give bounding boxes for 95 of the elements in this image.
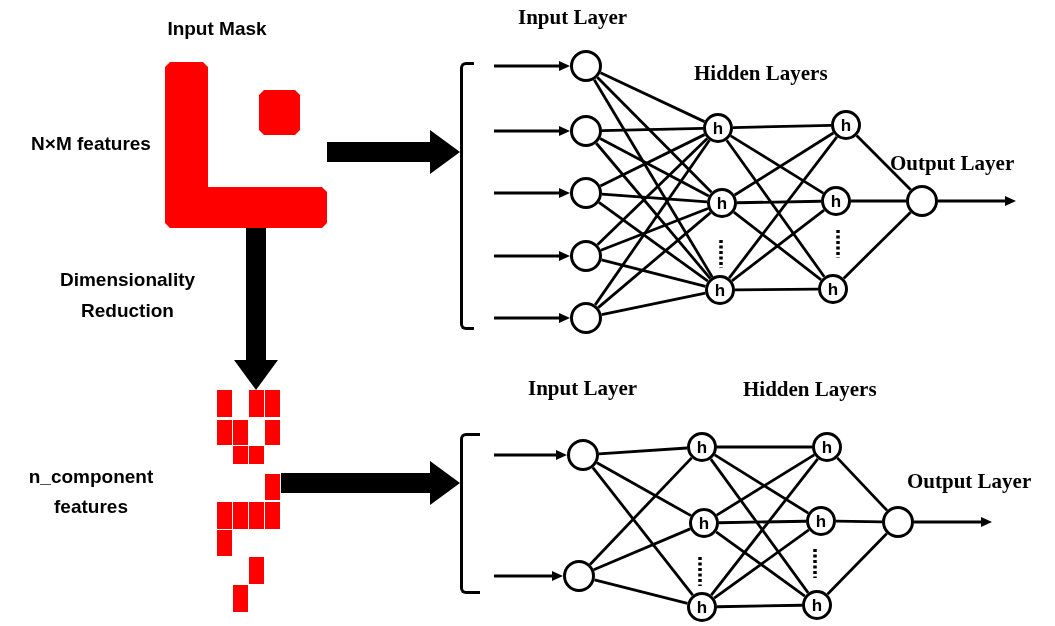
connection-line: [601, 126, 704, 133]
neuron-circle: [570, 115, 602, 147]
connection-line: [597, 211, 712, 309]
neuron-label: h: [840, 116, 852, 134]
connection-line: [718, 519, 807, 525]
neuron-circle: [705, 275, 735, 305]
neuron-label: h: [821, 438, 833, 456]
neuron-circle: [821, 186, 851, 216]
neuron-circle: [570, 240, 602, 272]
neuron-circle: [570, 177, 602, 209]
neuron-circle: [567, 439, 599, 471]
connection-line: [591, 466, 694, 597]
connection-line: [593, 79, 714, 278]
connection-line: [601, 291, 706, 317]
connection-line: [855, 134, 912, 191]
node-label: Input Mask: [166, 17, 268, 41]
layer-title: Input Layer: [518, 6, 628, 30]
neuron-circle: [882, 506, 914, 538]
connection-line: [600, 207, 709, 252]
connection-line: [728, 136, 838, 279]
neuron-circle: [806, 506, 836, 536]
neuron-circle: [906, 185, 938, 217]
connection-line: [733, 131, 835, 197]
neuron-label: h: [714, 281, 726, 299]
neuron-label: h: [698, 514, 710, 532]
neuron-circle: [707, 188, 737, 218]
connection-line: [725, 139, 826, 278]
connection-line: [593, 527, 691, 572]
connection-line: [598, 201, 709, 283]
neuron-circle: [802, 590, 832, 620]
picture: [165, 62, 327, 228]
connection-line: [735, 287, 818, 292]
arrow: [494, 251, 570, 261]
neuron-label: h: [696, 598, 708, 616]
arrow: [494, 313, 570, 323]
bracket: [460, 433, 480, 594]
connection-line: [594, 139, 711, 306]
neuron-label: h: [830, 192, 842, 210]
node-label: n_component features: [27, 465, 155, 519]
connection-line: [599, 137, 710, 198]
neuron-circle: [812, 432, 842, 462]
connection-line: [594, 578, 688, 605]
neuron-circle: [831, 110, 861, 140]
arrow: [494, 188, 570, 198]
connection-line: [601, 258, 706, 288]
bracket: [460, 62, 474, 330]
connection-line: [716, 603, 803, 609]
connection-line: [717, 445, 812, 449]
connection-line: [736, 199, 822, 205]
connection-line: [842, 211, 912, 280]
connection-line: [836, 456, 888, 512]
arrow: [494, 61, 570, 71]
connection-line: [599, 133, 706, 188]
connection-line: [601, 192, 708, 204]
layer-title: Output Layer: [907, 470, 1032, 494]
connection-line: [836, 519, 882, 524]
connection-line: [596, 137, 709, 246]
connection-line: [730, 134, 824, 195]
neuron-label: h: [712, 119, 724, 137]
connection-line: [598, 446, 688, 456]
picture: [217, 390, 281, 613]
layer-title: Hidden Layers: [694, 62, 828, 86]
neuron-label: h: [696, 438, 708, 456]
connection-line: [851, 199, 906, 203]
connection-line: [595, 142, 712, 280]
neuron-label: h: [716, 194, 728, 212]
neuron-circle: [570, 50, 602, 82]
arrow: [938, 196, 1016, 206]
neuron-circle: [687, 432, 717, 462]
arrow: [494, 450, 567, 460]
neuron-circle: [703, 113, 733, 143]
connection-line: [599, 71, 705, 123]
arrow: [914, 517, 992, 527]
layer-title: Output Layer: [890, 152, 1015, 176]
connection-line: [596, 76, 713, 194]
layer-title: Input Layer: [528, 377, 638, 401]
node-label: N×M features: [30, 132, 152, 156]
arrow: [494, 571, 563, 581]
neuron-label: h: [815, 512, 827, 530]
connection-line: [589, 456, 693, 566]
neuron-circle: [570, 302, 602, 334]
neuron-circle: [818, 274, 848, 304]
neuron-label: h: [827, 280, 839, 298]
arrow: [494, 126, 570, 136]
layer-title: Hidden Layers: [743, 378, 877, 402]
neuron-circle: [687, 592, 717, 622]
connection-line: [596, 461, 692, 517]
neuron-circle: [563, 560, 595, 592]
arrow: [327, 130, 460, 174]
connection-line: [826, 532, 888, 596]
connection-line: [732, 123, 832, 130]
arrow: [281, 461, 460, 505]
arrow: [234, 228, 278, 390]
neuron-circle: [689, 508, 719, 538]
neuron-label: h: [811, 596, 823, 614]
